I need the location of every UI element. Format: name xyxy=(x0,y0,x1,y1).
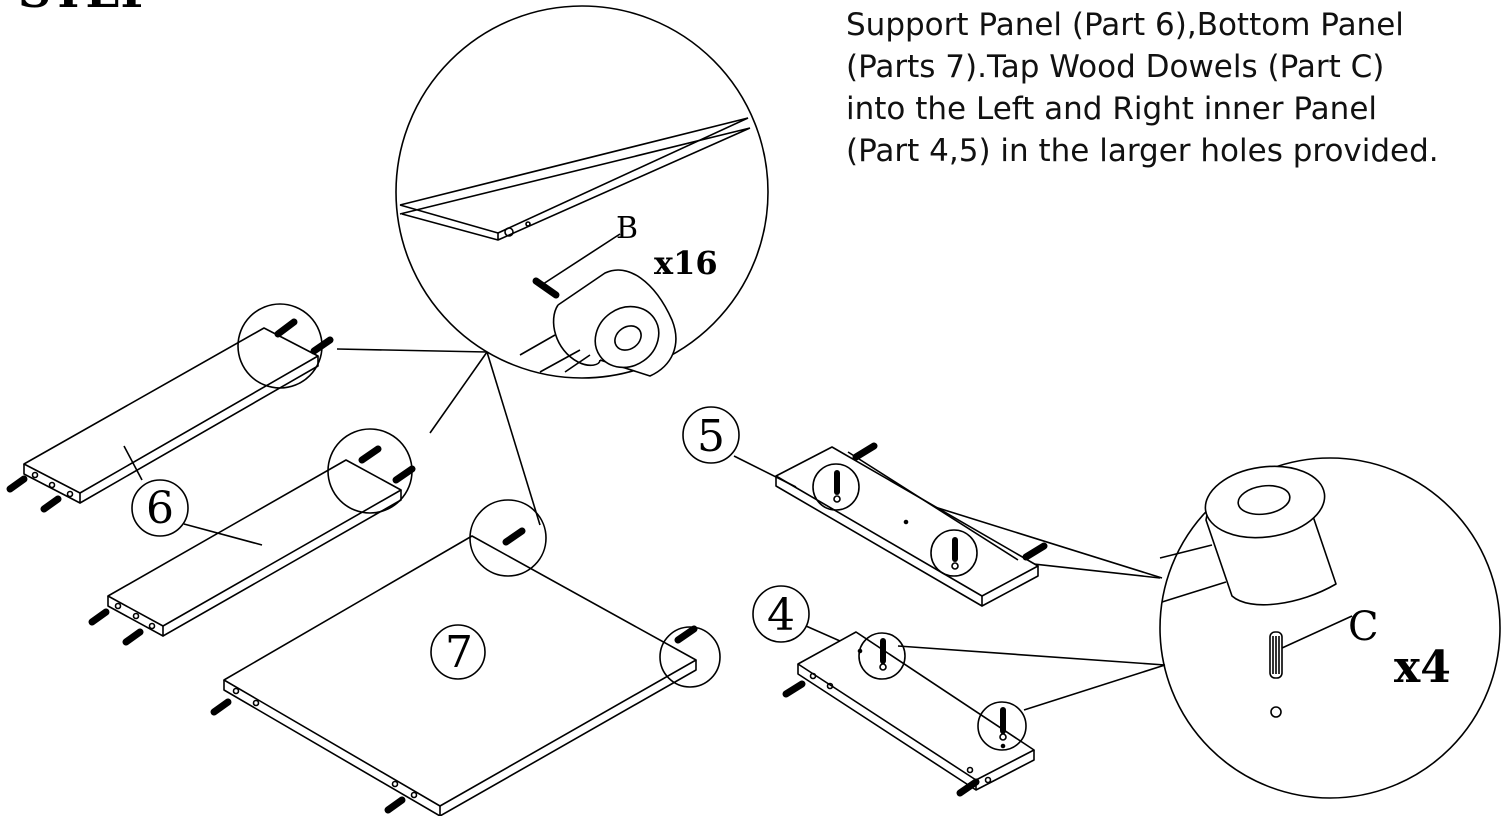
instruction-line-2: (Parts 7).Tap Wood Dowels (Part C) xyxy=(846,49,1385,85)
support-panel-middle xyxy=(88,428,416,646)
label-B: B xyxy=(616,211,638,246)
leader-lines-left xyxy=(336,348,541,526)
label-C: C xyxy=(1348,604,1379,650)
part-number-bubble-4 xyxy=(752,585,810,643)
quantity-x16: x16 xyxy=(654,244,718,282)
instruction-line-4: (Part 4,5) in the larger holes provided. xyxy=(846,133,1439,169)
part-number-6: 6 xyxy=(146,483,174,534)
part-number-7: 7 xyxy=(445,627,473,678)
part-number-4: 4 xyxy=(767,590,795,641)
bottom-panel xyxy=(210,499,721,816)
detail-circle-wood-dowel xyxy=(1159,457,1501,799)
inner-panel-right xyxy=(733,442,1048,607)
instruction-line-1: Support Panel (Part 6),Bottom Panel xyxy=(846,7,1404,43)
inner-panel-left xyxy=(782,625,1035,797)
part-number-bubble-7 xyxy=(430,624,486,680)
step-heading: STEP xyxy=(18,0,155,18)
part-number-bubble-6 xyxy=(131,479,189,537)
quantity-x4: x4 xyxy=(1394,642,1451,693)
support-panel-top xyxy=(6,303,334,513)
instructions-text: Support Panel (Part 6),Bottom Panel (Par… xyxy=(846,4,1506,172)
part-number-bubble-5 xyxy=(682,406,740,464)
part-number-5: 5 xyxy=(697,411,725,462)
detail-circle-cam-bolt xyxy=(395,5,769,379)
instruction-line-3: into the Left and Right inner Panel xyxy=(846,91,1378,127)
